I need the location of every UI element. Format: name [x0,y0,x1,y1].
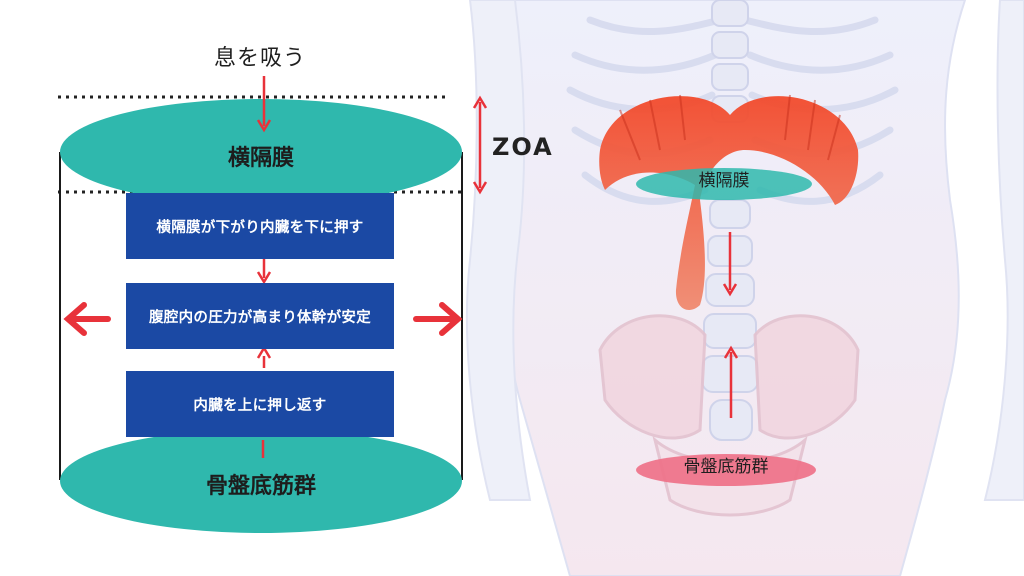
diaphragm-ellipse-right [636,168,812,200]
pelvic-floor-label-left: 骨盤底筋群 [205,474,316,499]
zoa-label: ZOA [492,133,554,161]
diaphragm-label-right: 横隔膜 [698,171,750,191]
inhale-label: 息を吸う [214,46,307,71]
pelvic-floor-ellipse-left [60,429,462,533]
step-box-diaphragm-pushes-down: 横隔膜が下がり内臓を下に押す [126,193,394,259]
zoa-bracket-arrow [472,95,488,195]
step-box-pushes-back-up: 内臓を上に押し返す [126,371,394,437]
step-box-pressure-stabilizes: 腹腔内の圧力が高まり体幹が安定 [126,283,394,349]
diaphragm-label-left: 横隔膜 [227,146,294,171]
diaphragm-ellipse-left [60,99,462,205]
right-arrows [722,232,739,418]
pelvic-floor-label-right: 骨盤底筋群 [683,457,769,477]
pelvic-floor-ellipse-right [636,454,816,486]
pressure-arrow-left [63,302,111,336]
diaphragm-muscle [599,94,859,310]
pressure-arrow-right [413,302,463,336]
